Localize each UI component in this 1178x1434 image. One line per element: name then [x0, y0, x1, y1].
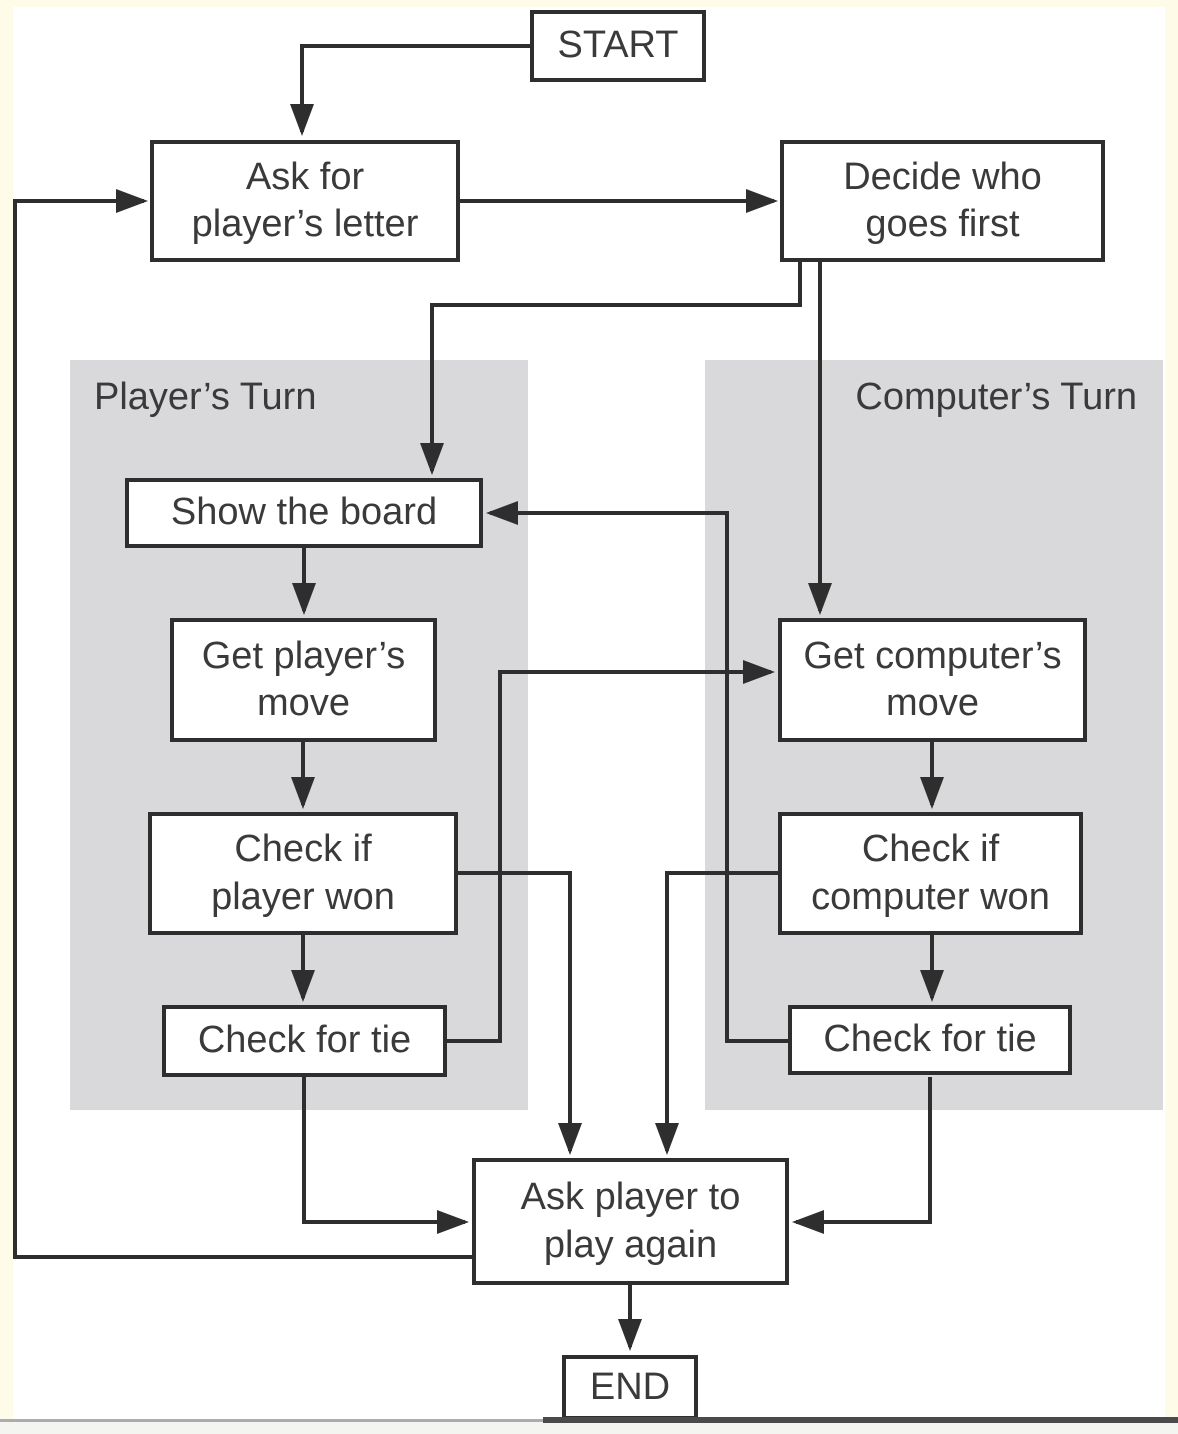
node-label-line: Check for tie: [823, 1018, 1037, 1061]
node-label-line: Ask player to: [520, 1176, 741, 1219]
node-end-label: END: [589, 1365, 671, 1408]
node-get-players-move: Get player’s move: [170, 618, 437, 742]
node-ask-for-players-letter: Ask for player’s letter: [150, 140, 460, 262]
node-label-line: Get player’s: [201, 634, 406, 677]
node-check-if-computer-won: Check if computer won: [778, 812, 1083, 935]
node-check-for-tie-player: Check for tie: [162, 1005, 447, 1077]
computer-turn-label: Computer’s Turn: [855, 376, 1137, 418]
node-check-for-tie-computer: Check for tie: [788, 1005, 1072, 1075]
node-label-line: Check if: [861, 828, 1000, 871]
node-label-line: computer won: [811, 875, 1050, 918]
node-label-line: Ask for: [245, 155, 365, 198]
node-label-line: goes first: [865, 203, 1020, 245]
node-label-line: Get computer’s: [803, 634, 1062, 677]
node-label-line: play again: [543, 1223, 718, 1266]
node-end: END: [562, 1355, 698, 1420]
node-label-line: Check if: [234, 828, 372, 871]
node-start-label: START: [557, 24, 679, 67]
node-label-line: move: [257, 682, 350, 724]
node-label-line: player’s letter: [191, 203, 419, 245]
node-ask-player-to-play-again: Ask player to play again: [472, 1158, 789, 1285]
node-label-line: Check for tie: [197, 1019, 412, 1062]
page-bottom-strip: [0, 1422, 1178, 1434]
player-turn-label: Player’s Turn: [94, 376, 317, 418]
node-get-computers-move: Get computer’s move: [778, 618, 1087, 742]
node-start: START: [530, 10, 706, 82]
node-label-line: Show the board: [170, 491, 438, 534]
node-label-line: move: [886, 682, 979, 724]
node-label-line: Decide who: [843, 155, 1042, 198]
node-show-the-board: Show the board: [125, 478, 483, 548]
node-label-line: player won: [211, 875, 395, 918]
node-decide-who-goes-first: Decide who goes first: [780, 140, 1105, 262]
node-check-if-player-won: Check if player won: [148, 812, 458, 935]
page-edge-line-dark: [543, 1417, 1178, 1423]
